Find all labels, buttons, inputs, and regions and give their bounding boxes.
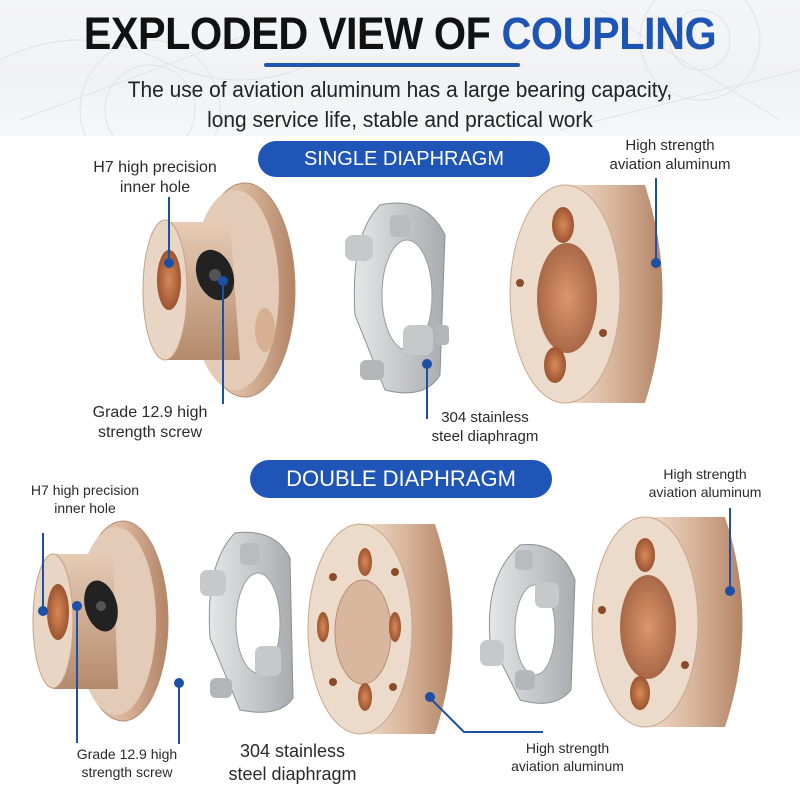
- label-line: High strength: [663, 466, 747, 482]
- label-line: strength screw: [81, 763, 173, 780]
- subtitle-line-2: long service life, stable and practical …: [207, 107, 593, 132]
- double-label-aluminum-right: High strength aviation aluminum: [640, 466, 770, 501]
- single-label-diaphragm: 304 stainless steel diaphragm: [410, 409, 560, 447]
- double-aluminum-spacer: [307, 523, 453, 735]
- label-line: 304 stainless: [441, 409, 529, 426]
- double-label-diaphragm: 304 stainless steel diaphragm: [215, 740, 370, 785]
- leader-dot: [725, 586, 735, 596]
- double-label-screw: Grade 12.9 high strength screw: [62, 746, 192, 781]
- single-diaphragm-heading: SINGLE DIAPHRAGM: [258, 141, 550, 177]
- leader-line: [222, 280, 224, 404]
- title-main: EXPLODED VIEW OF: [83, 8, 502, 59]
- page-title: EXPLODED VIEW OF COUPLING: [32, 8, 768, 60]
- leader-dot: [651, 258, 661, 268]
- title-underline: [264, 63, 520, 67]
- label-line: aviation aluminum: [609, 155, 731, 173]
- leader-line-angled: [429, 697, 543, 733]
- label-line: aviation aluminum: [511, 757, 624, 774]
- subtitle: The use of aviation aluminum has a large…: [20, 75, 780, 135]
- leader-line: [655, 178, 657, 262]
- label-line: steel diaphragm: [431, 427, 539, 445]
- leader-line: [729, 508, 731, 591]
- double-diaphragm-plate-left: [200, 531, 294, 713]
- label-line: 304 stainless: [239, 741, 346, 761]
- label-line: Grade 12.9 high: [92, 404, 208, 421]
- leader-line: [168, 197, 170, 262]
- label-line: strength screw: [97, 424, 203, 441]
- leader-line: [42, 533, 44, 608]
- double-diaphragm-plate-right: [480, 543, 576, 704]
- double-label-aluminum-spacer: High strength aviation aluminum: [500, 740, 635, 775]
- double-clamp-hub: [32, 520, 169, 722]
- leader-line: [426, 363, 428, 419]
- leader-line: [76, 605, 78, 743]
- title-accent: COUPLING: [501, 8, 717, 59]
- label-line: steel diaphragm: [228, 763, 357, 784]
- single-label-screw: Grade 12.9 high strength screw: [70, 403, 230, 443]
- leader-line: [178, 682, 180, 744]
- label-line: Grade 12.9 high: [76, 746, 178, 762]
- label-line: High strength: [525, 740, 610, 756]
- label-line: inner hole: [54, 499, 116, 516]
- double-label-inner-hole: H7 high precision inner hole: [15, 482, 155, 517]
- label-line: inner hole: [119, 179, 191, 196]
- double-diaphragm-heading: DOUBLE DIAPHRAGM: [250, 460, 552, 498]
- technical-drawing-background: [0, 0, 800, 136]
- leader-dot: [164, 258, 174, 268]
- label-line: High strength: [625, 137, 715, 154]
- single-label-inner-hole: H7 high precision inner hole: [70, 158, 240, 198]
- leader-dot: [218, 276, 228, 286]
- double-aluminum-hub-right: [591, 516, 743, 728]
- leader-dot: [38, 606, 48, 616]
- subtitle-line-1: The use of aviation aluminum has a large…: [127, 77, 673, 102]
- leader-dot: [425, 692, 435, 702]
- single-diaphragm-plate: [345, 202, 449, 394]
- label-line: H7 high precision: [30, 482, 140, 498]
- single-clamp-hub: [142, 182, 296, 398]
- single-label-aluminum: High strength aviation aluminum: [595, 137, 745, 175]
- single-aluminum-hub: [509, 184, 663, 404]
- header-banner: EXPLODED VIEW OF COUPLING The use of avi…: [0, 0, 800, 136]
- label-line: H7 high precision: [93, 159, 217, 176]
- label-line: aviation aluminum: [648, 483, 762, 500]
